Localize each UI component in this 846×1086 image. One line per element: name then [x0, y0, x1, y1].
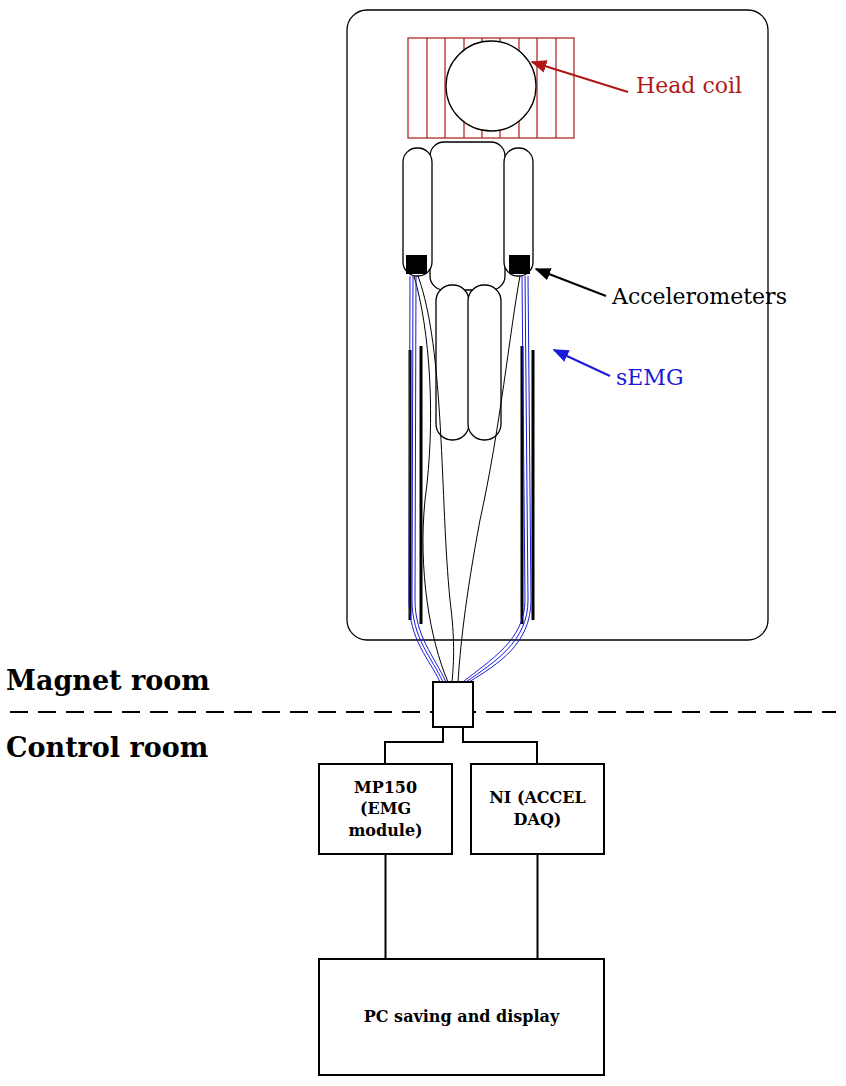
box-label: NI (ACCEL DAQ)	[480, 787, 595, 830]
callout-label: sEMG	[616, 366, 683, 390]
head	[446, 41, 536, 131]
accelerometer-cables	[414, 276, 520, 682]
leader-line	[532, 62, 628, 92]
daq-box: NI (ACCEL DAQ)	[470, 763, 605, 855]
leader-line	[536, 269, 606, 296]
semg-cables	[409, 276, 531, 682]
penetration-panel	[433, 682, 473, 727]
connector-line	[537, 855, 539, 958]
accelerometer	[406, 255, 427, 274]
room-label: Control room	[6, 733, 208, 763]
split-cables	[385, 727, 537, 763]
semg-electrodes	[410, 346, 533, 624]
box-label: MP150 (EMG module)	[328, 777, 443, 842]
callout-label: Accelerometers	[612, 285, 787, 309]
room-label: Magnet room	[6, 666, 210, 696]
head-coil	[408, 38, 574, 138]
connector-line	[385, 855, 387, 958]
leader-line	[554, 350, 610, 376]
box-label: PC saving and display	[364, 1006, 559, 1028]
daq-box: MP150 (EMG module)	[318, 763, 453, 855]
room-divider	[10, 711, 836, 713]
computer-box: PC saving and display	[318, 958, 605, 1076]
accelerometer	[509, 255, 530, 274]
callout-label: Head coil	[636, 74, 742, 98]
